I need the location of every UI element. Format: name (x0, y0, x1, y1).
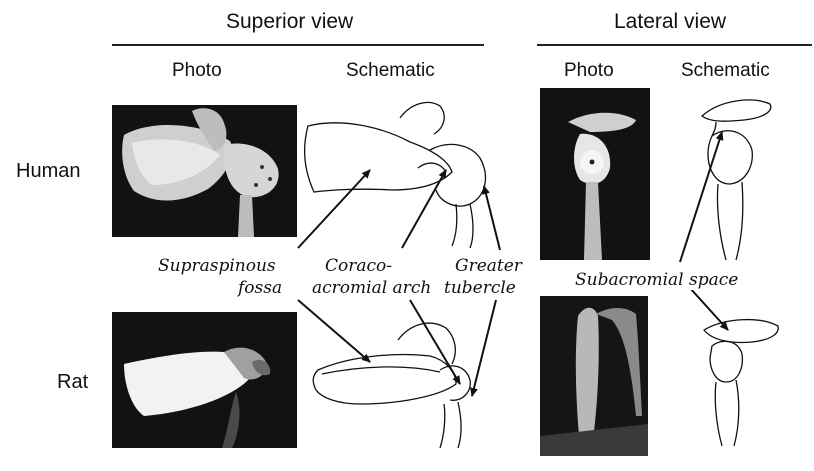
label-tubercle: tubercle (444, 278, 516, 298)
label-acromial-arch: acromial arch (312, 278, 431, 298)
label-subacromial-space: Subacromial space (575, 270, 738, 290)
human-superior-schematic (305, 102, 486, 248)
rat-superior-schematic (313, 323, 470, 448)
human-lateral-schematic (702, 100, 771, 260)
rat-lateral-schematic (704, 320, 778, 446)
label-fossa: fossa (238, 278, 282, 298)
label-coraco: Coraco- (325, 256, 392, 276)
label-greater: Greater (455, 256, 522, 276)
label-supraspinous: Supraspinous (158, 256, 276, 276)
